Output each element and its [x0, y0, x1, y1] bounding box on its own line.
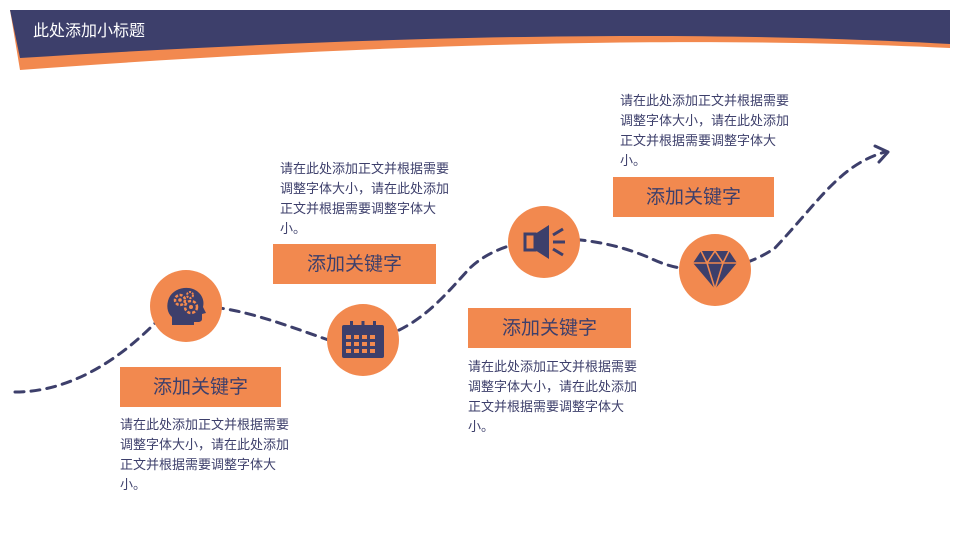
calendar-icon — [342, 321, 384, 358]
gears-head-icon — [167, 287, 206, 325]
page-title: 此处添加小标题 — [33, 21, 146, 40]
megaphone-icon — [523, 225, 565, 259]
header-banner — [10, 10, 950, 70]
step-1-text: 请在此处添加正文并根据需要调整字体大小，请在此处添加正文并根据需要调整字体大小。 — [120, 418, 290, 493]
step-node-3 — [508, 206, 580, 278]
step-4-text: 请在此处添加正文并根据需要调整字体大小，请在此处添加正文并根据需要调整字体大小。 — [620, 94, 790, 169]
step-3-keyword: 添加关键字 — [468, 308, 631, 348]
diamond-icon — [693, 250, 737, 291]
step-2-keyword: 添加关键字 — [273, 244, 436, 284]
step-node-1 — [150, 270, 222, 342]
step-node-2 — [327, 304, 399, 376]
step-node-4 — [679, 234, 751, 306]
step-3-text: 请在此处添加正文并根据需要调整字体大小，请在此处添加正文并根据需要调整字体大小。 — [468, 360, 638, 435]
step-1-keyword: 添加关键字 — [120, 367, 281, 407]
step-4-keyword: 添加关键字 — [613, 177, 774, 217]
step-2-text: 请在此处添加正文并根据需要调整字体大小，请在此处添加正文并根据需要调整字体大小。 — [280, 162, 450, 237]
